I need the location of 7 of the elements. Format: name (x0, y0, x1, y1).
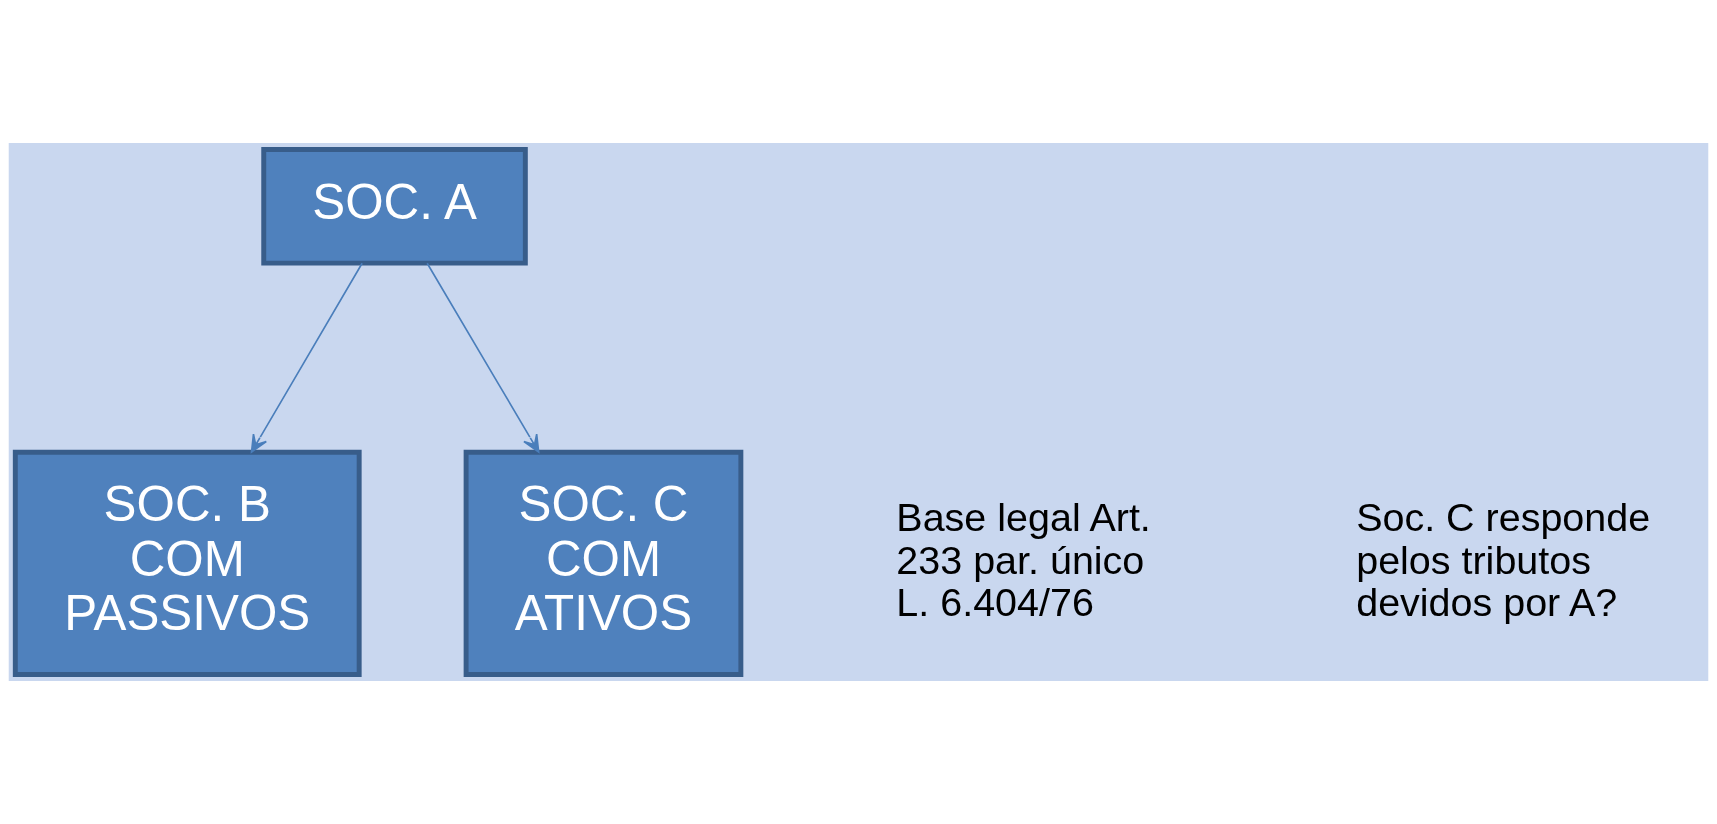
label: Soc. C responde pelos tributos devidos por A? (1356, 494, 1651, 625)
arrow (250, 262, 363, 453)
label: Base legal Art. 233 par. único L. 6.404/76 (896, 494, 1151, 625)
arrow (426, 262, 540, 453)
node-box: SOC. C COM ATIVOS (463, 449, 744, 677)
node-box: SOC. B COM PASSIVOS (12, 449, 362, 677)
node-box: SOC. A (261, 147, 528, 266)
